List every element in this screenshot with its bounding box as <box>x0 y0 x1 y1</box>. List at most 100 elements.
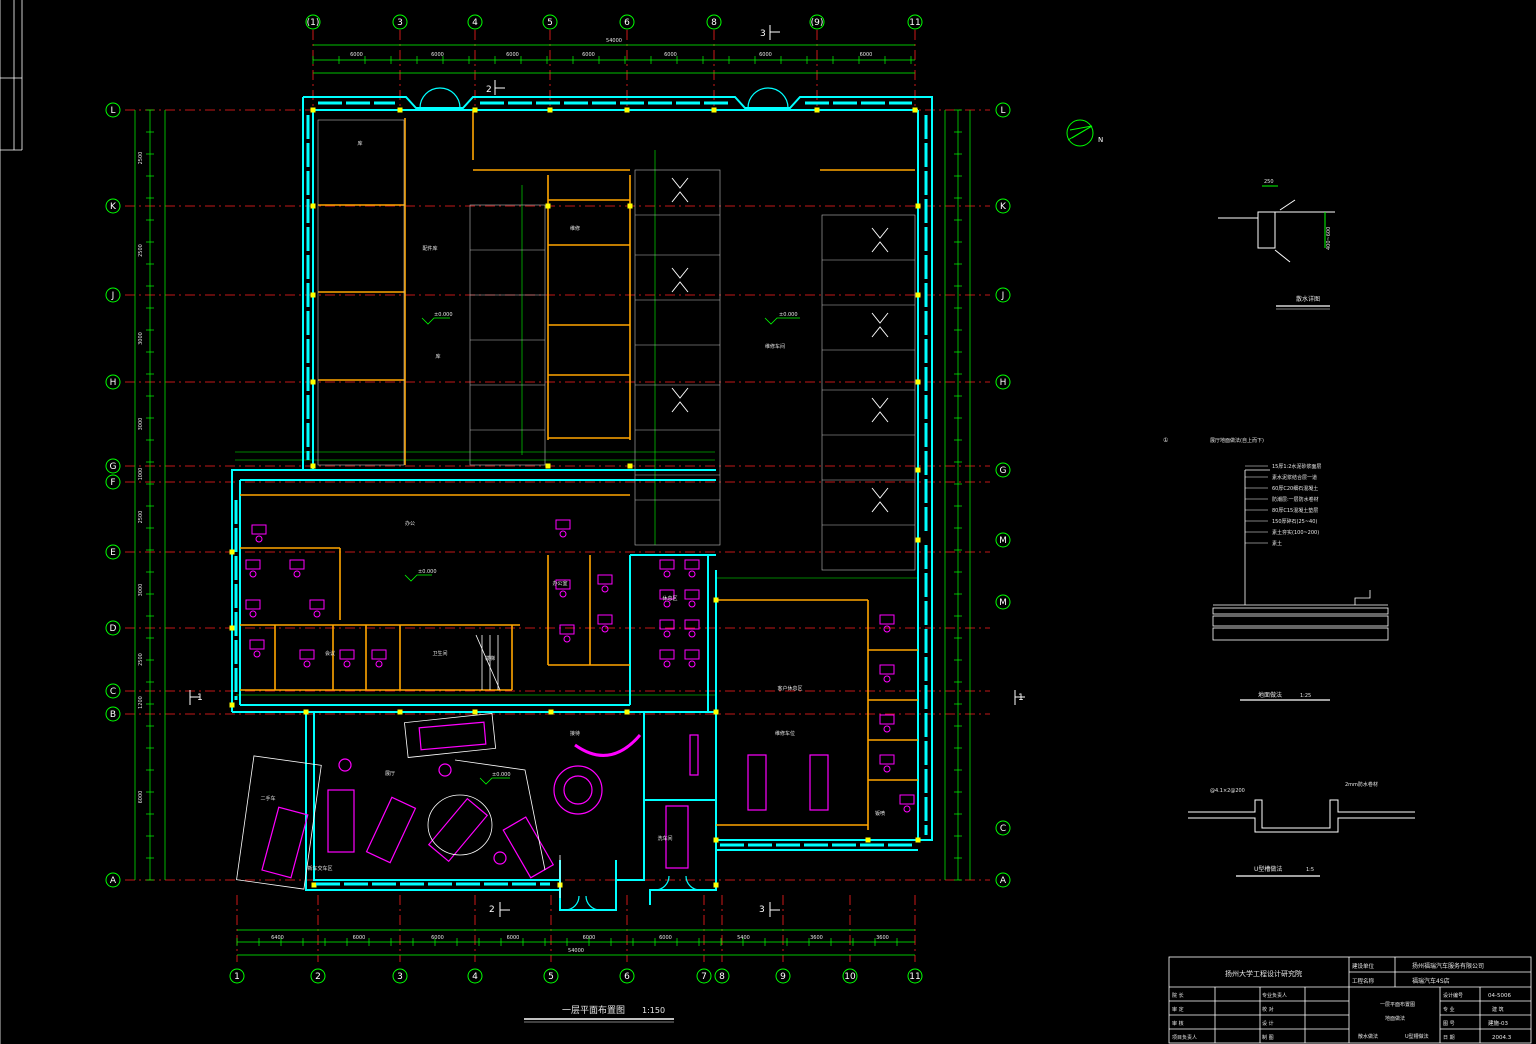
axis-bubble: 2 <box>310 968 326 984</box>
layer-label: 80厚C15混凝土垫层 <box>1272 507 1318 514</box>
desk-set <box>659 559 675 578</box>
column <box>545 203 551 209</box>
column <box>915 292 921 298</box>
desk-set <box>684 619 700 638</box>
room-label: 接待 <box>570 730 580 737</box>
axis-bubble: 9 <box>775 968 791 984</box>
layer-label: 素土夯实(100~200) <box>1272 529 1319 536</box>
axis-bubble: 1 <box>229 968 245 984</box>
svg-text:K: K <box>1000 202 1007 212</box>
axis-bubble: 3 <box>392 14 408 30</box>
column <box>545 463 551 469</box>
bottom-dimension: 6400 <box>271 935 284 941</box>
detail-label: 散水详图 <box>1296 295 1320 303</box>
svg-text:3: 3 <box>397 18 403 28</box>
north-label: N <box>1098 136 1103 144</box>
bottom-total-dimension: 54000 <box>568 948 584 954</box>
room-label: 钣喷 <box>875 810 885 817</box>
column <box>627 203 633 209</box>
tb-row-value: 校 对 <box>1262 1006 1274 1013</box>
office-furniture <box>245 519 915 813</box>
tb-date-label: 日 期 <box>1443 1035 1455 1041</box>
left-dimension: 3000 <box>138 332 144 345</box>
detail-heading: 展厅地面做法(自上而下) <box>1210 437 1264 444</box>
tb-row-label: 审 定 <box>1172 1006 1184 1013</box>
layer-label: 素水泥浆结合层一道 <box>1272 474 1317 481</box>
svg-text:6: 6 <box>624 972 630 982</box>
tb-row-value: 专业负责人 <box>1262 992 1287 999</box>
svg-text:(1): (1) <box>307 18 320 28</box>
svg-text:(9): (9) <box>811 18 824 28</box>
column <box>915 837 921 843</box>
column <box>310 107 316 113</box>
car-symbol <box>365 796 417 864</box>
svg-text:2: 2 <box>315 972 321 982</box>
section-mark-label: 1 <box>197 693 203 703</box>
showroom-furniture <box>261 721 829 879</box>
column <box>472 107 478 113</box>
axis-bubble: 11 <box>907 14 923 30</box>
svg-text:M: M <box>999 598 1007 608</box>
section-mark-label: 2 <box>489 905 495 915</box>
tb-number: 04-5006 <box>1488 993 1511 999</box>
structural-columns <box>229 107 921 888</box>
axis-bubble: G <box>105 458 121 474</box>
svg-text:1: 1 <box>234 972 240 982</box>
title-block <box>1168 956 1532 1044</box>
desk-set <box>555 579 571 598</box>
elevation-text: ±0.000 <box>492 772 511 778</box>
svg-text:8: 8 <box>711 18 717 28</box>
left-dimension: 2500 <box>138 152 144 165</box>
entrance-doors <box>419 87 789 911</box>
top-total-dimension: 54000 <box>606 38 622 44</box>
svg-text:11: 11 <box>909 18 920 28</box>
column <box>915 203 921 209</box>
elevation-text: ±0.000 <box>779 312 798 318</box>
column <box>711 107 717 113</box>
detail-note: 2mm防水卷材 <box>1345 781 1378 788</box>
column <box>713 597 719 603</box>
axis-bubble: M <box>995 532 1011 548</box>
axis-bubble: 6 <box>619 14 635 30</box>
axis-bubble: 5 <box>543 968 559 984</box>
desk-set <box>879 614 895 633</box>
desk-set <box>659 589 675 608</box>
room-label: 卫生间 <box>432 650 447 657</box>
axis-bubble: A <box>995 872 1011 888</box>
column <box>310 203 316 209</box>
left-dimension: 2500 <box>138 511 144 524</box>
axis-bubble: 3 <box>392 968 408 984</box>
svg-text:4: 4 <box>472 18 478 28</box>
svg-text:G: G <box>1000 466 1007 476</box>
column <box>547 107 553 113</box>
column <box>912 107 918 113</box>
column <box>548 709 554 715</box>
room-label: 维修车位 <box>775 730 795 737</box>
tb-date: 2004.3 <box>1492 1035 1512 1041</box>
tb-discipline: 建 筑 <box>1492 1006 1504 1013</box>
axis-bubble: D <box>105 620 121 636</box>
column <box>624 107 630 113</box>
detail-u-groove <box>1188 799 1415 877</box>
bottom-dimension: 5400 <box>737 935 750 941</box>
svg-text:H: H <box>1000 378 1007 388</box>
axis-bubble: L <box>995 102 1011 118</box>
desk-set <box>684 649 700 668</box>
axis-bubble: 7 <box>696 968 712 984</box>
desk-set <box>309 599 325 618</box>
car-symbol <box>327 789 355 853</box>
column <box>397 709 403 715</box>
desk-set <box>555 519 571 538</box>
left-margin-frame <box>0 0 23 1044</box>
desk-set <box>245 559 261 578</box>
detail-dim: 250 <box>1264 179 1274 185</box>
desk-set <box>245 599 261 618</box>
left-dimension: 1000 <box>138 468 144 481</box>
svg-text:A: A <box>110 876 117 886</box>
column <box>229 549 235 555</box>
lift-icon <box>871 487 889 513</box>
window-openings <box>234 101 928 886</box>
sheet-title: 地面做法 <box>1385 1015 1405 1022</box>
bottom-dimension: 3600 <box>810 935 823 941</box>
car-symbol <box>809 754 829 811</box>
